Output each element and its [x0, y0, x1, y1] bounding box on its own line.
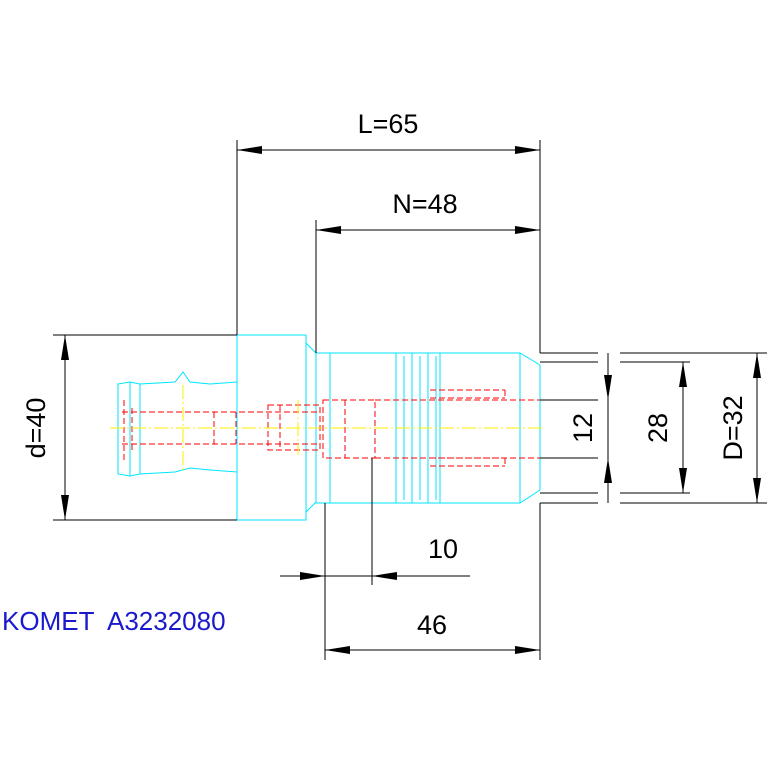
dimension-D-label: D=32 [718, 395, 748, 460]
dimension-thread-label: 28 [643, 413, 673, 443]
dimension-depth-label: 46 [417, 610, 447, 640]
dimension-d-label: d=40 [21, 398, 51, 459]
dimension-lines [53, 140, 767, 660]
part-number-caption: KOMET A3232080 [2, 606, 226, 636]
dimension-L-label: L=65 [358, 109, 419, 139]
dimension-bore-label: 12 [568, 413, 598, 443]
dimension-N-label: N=48 [392, 189, 457, 219]
dimension-offset-label: 10 [428, 534, 458, 564]
center-lines [110, 385, 545, 470]
